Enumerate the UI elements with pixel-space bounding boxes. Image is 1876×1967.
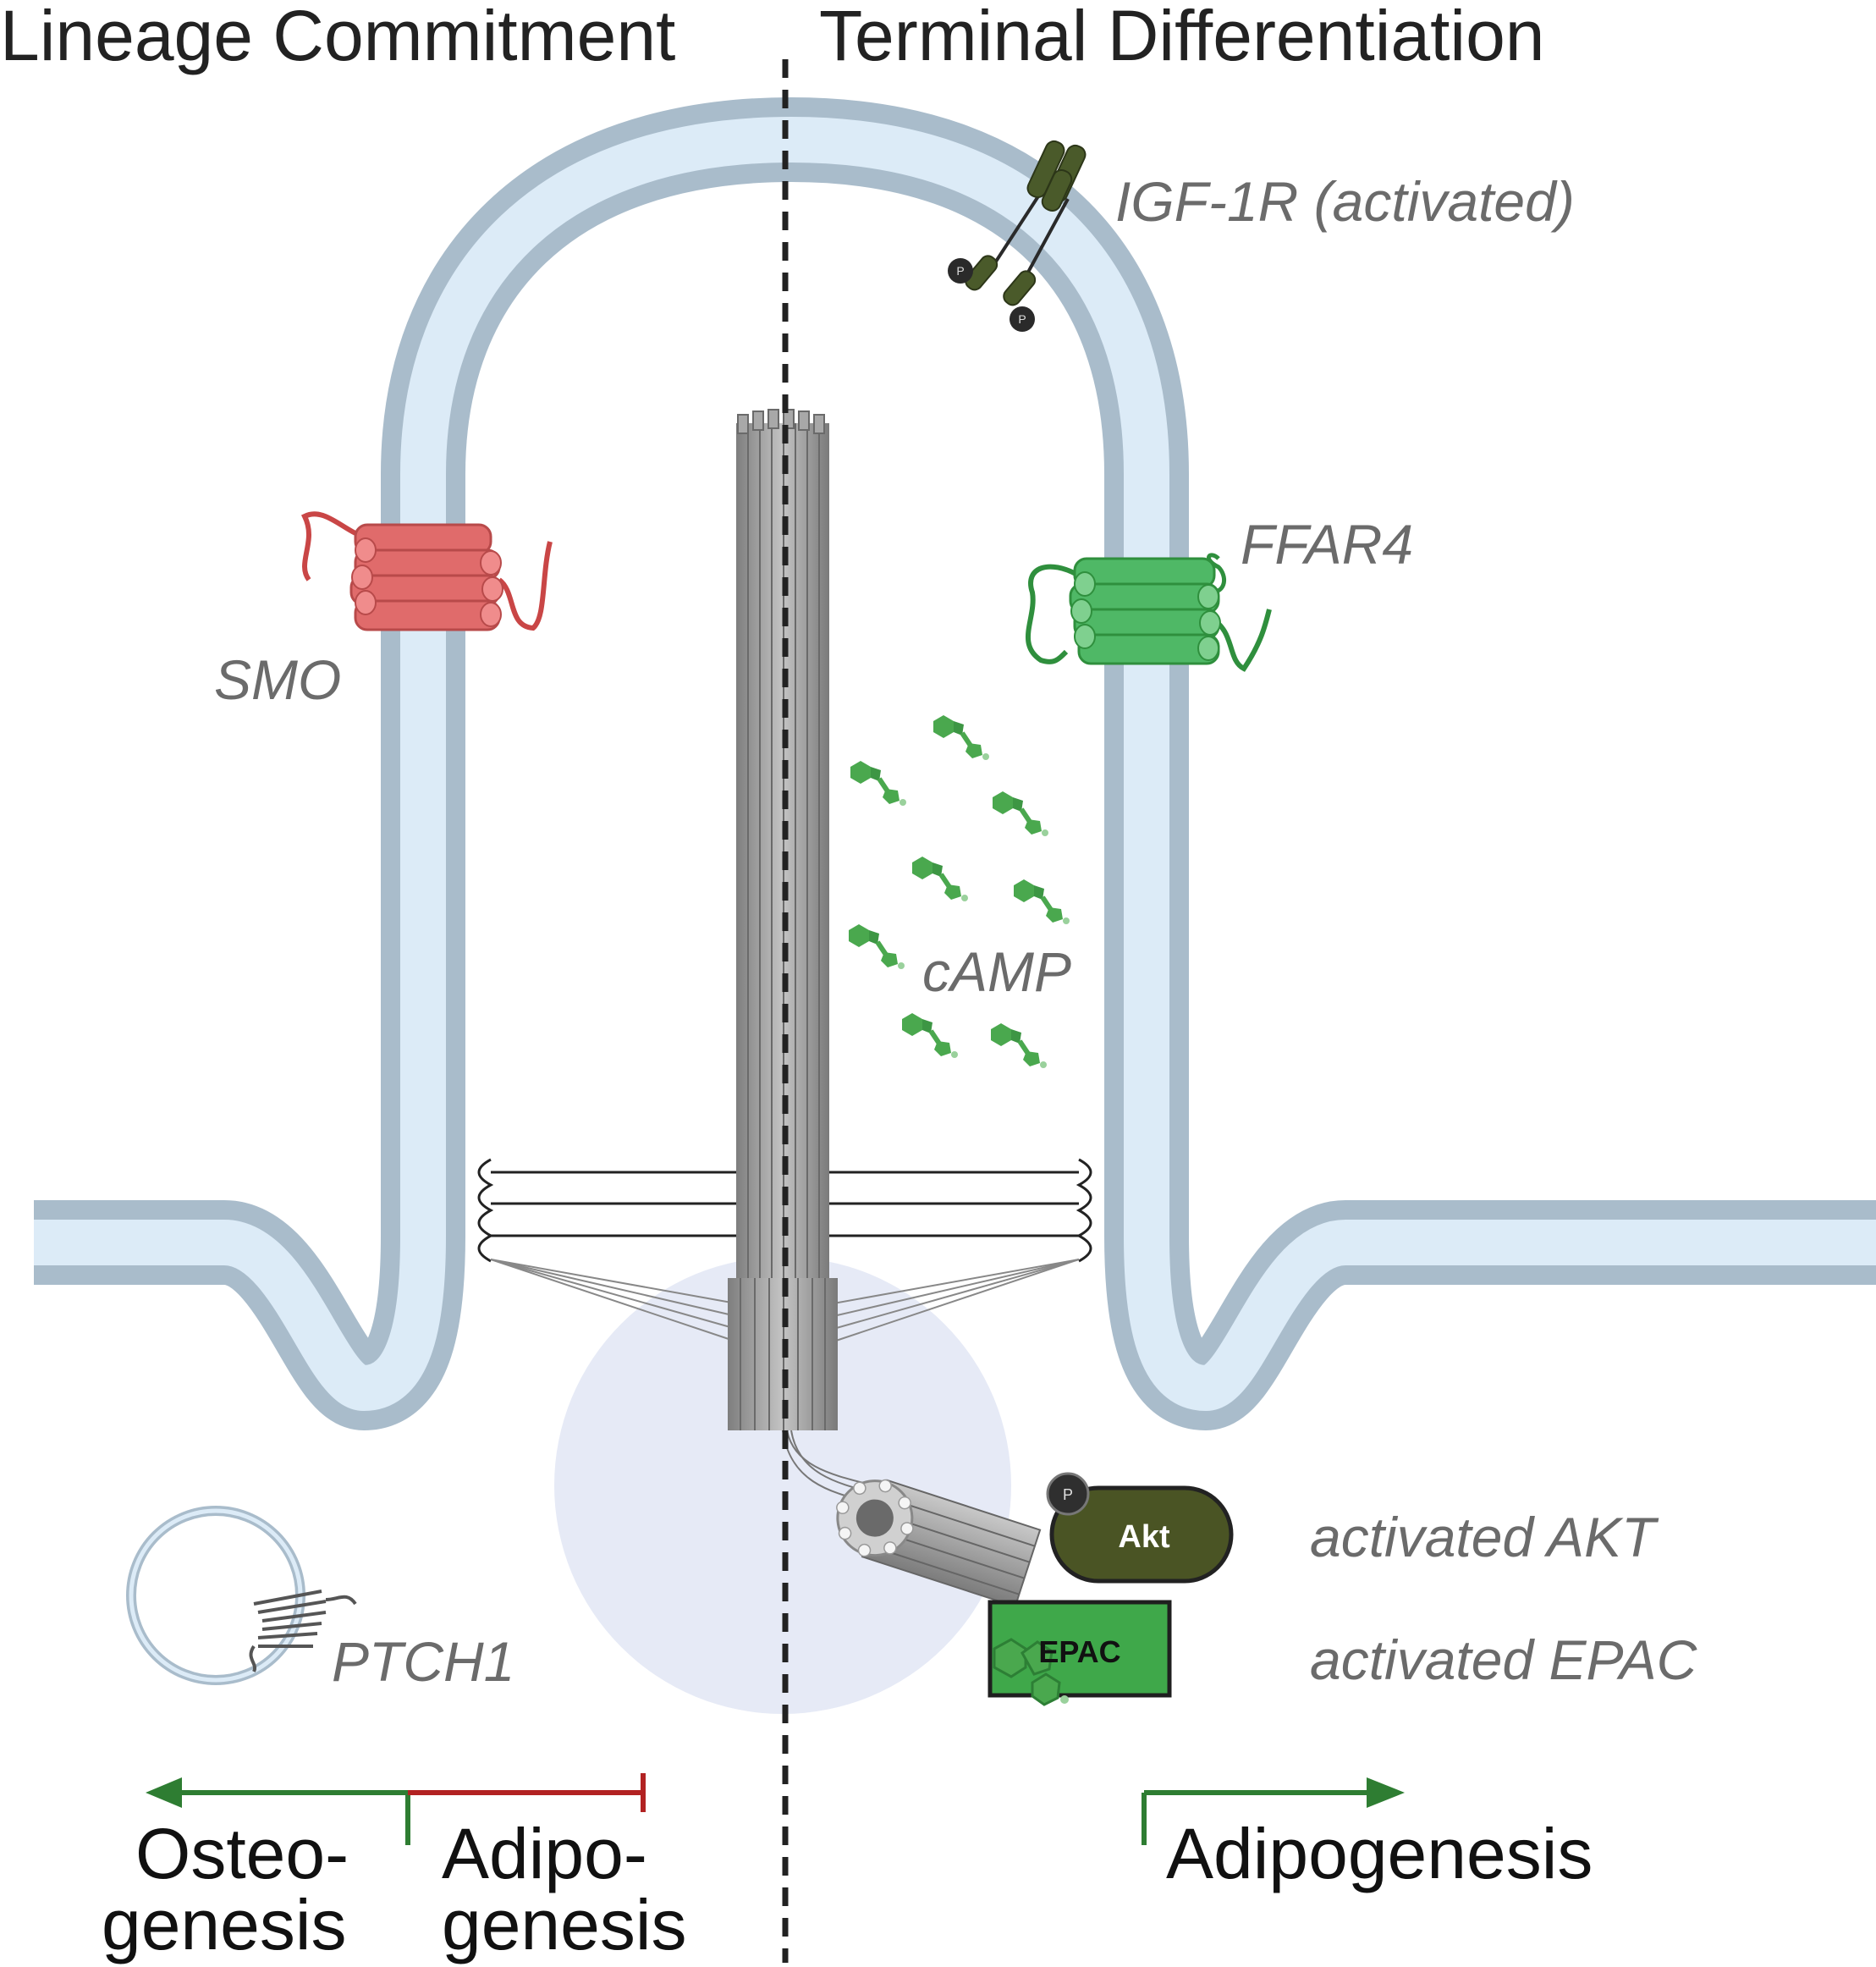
osteogenesis-arrow (146, 1777, 410, 1845)
osteogenesis-line1: Osteo- (135, 1814, 349, 1893)
outcome-adipogenesis-right: Adipogenesis (1166, 1814, 1593, 1893)
label-camp: cAMP (922, 940, 1072, 1003)
ptch1-vesicle (126, 1506, 357, 1685)
ffar4-receptor-icon (1026, 553, 1272, 672)
basal-body-zone (554, 1257, 1011, 1714)
label-smo: SMO (214, 648, 342, 711)
smo-receptor-icon (300, 511, 553, 631)
camp-molecules (849, 715, 1070, 1068)
epac-label: EPAC (1038, 1634, 1120, 1669)
igf1r-phospho-2: P (1018, 312, 1026, 326)
adipogenesis-arrow (1142, 1777, 1405, 1845)
label-igf1r: IGF-1R (activated) (1115, 170, 1575, 233)
label-activated-akt: activated AKT (1310, 1506, 1656, 1568)
adipogenesis-left-line1: Adipo- (442, 1814, 647, 1893)
label-activated-epac: activated EPAC (1310, 1628, 1697, 1691)
label-ffar4: FFAR4 (1241, 513, 1414, 576)
heading-lineage-commitment: Lineage Commitment (0, 0, 676, 75)
adipogenesis-left-line2: genesis (442, 1885, 687, 1964)
akt-label: Akt (1118, 1519, 1170, 1555)
plasma-membrane (34, 97, 1876, 1430)
osteogenesis-line2: genesis (102, 1885, 347, 1964)
label-ptch1: PTCH1 (332, 1630, 515, 1693)
transition-fibers (477, 1158, 1092, 1263)
akt-protein-icon (1046, 1472, 1234, 1584)
outcome-osteogenesis: Osteo- genesis (102, 1818, 349, 1960)
epac-protein-icon (988, 1600, 1172, 1706)
ptch1-protein-icon (249, 1590, 357, 1672)
outcome-adipogenesis-left: Adipo- genesis (442, 1818, 687, 1960)
heading-terminal-differentiation: Terminal Differentiation (819, 0, 1545, 75)
igf1r-phospho-1: P (956, 264, 964, 278)
igf1r-receptor-icon: P P (948, 140, 1087, 332)
daughter-centriole (836, 1479, 1042, 1608)
adipogenesis-inhibition-arrow (408, 1773, 646, 1812)
akt-phospho-label: P (1063, 1486, 1073, 1503)
distal-appendages (490, 1259, 1080, 1342)
